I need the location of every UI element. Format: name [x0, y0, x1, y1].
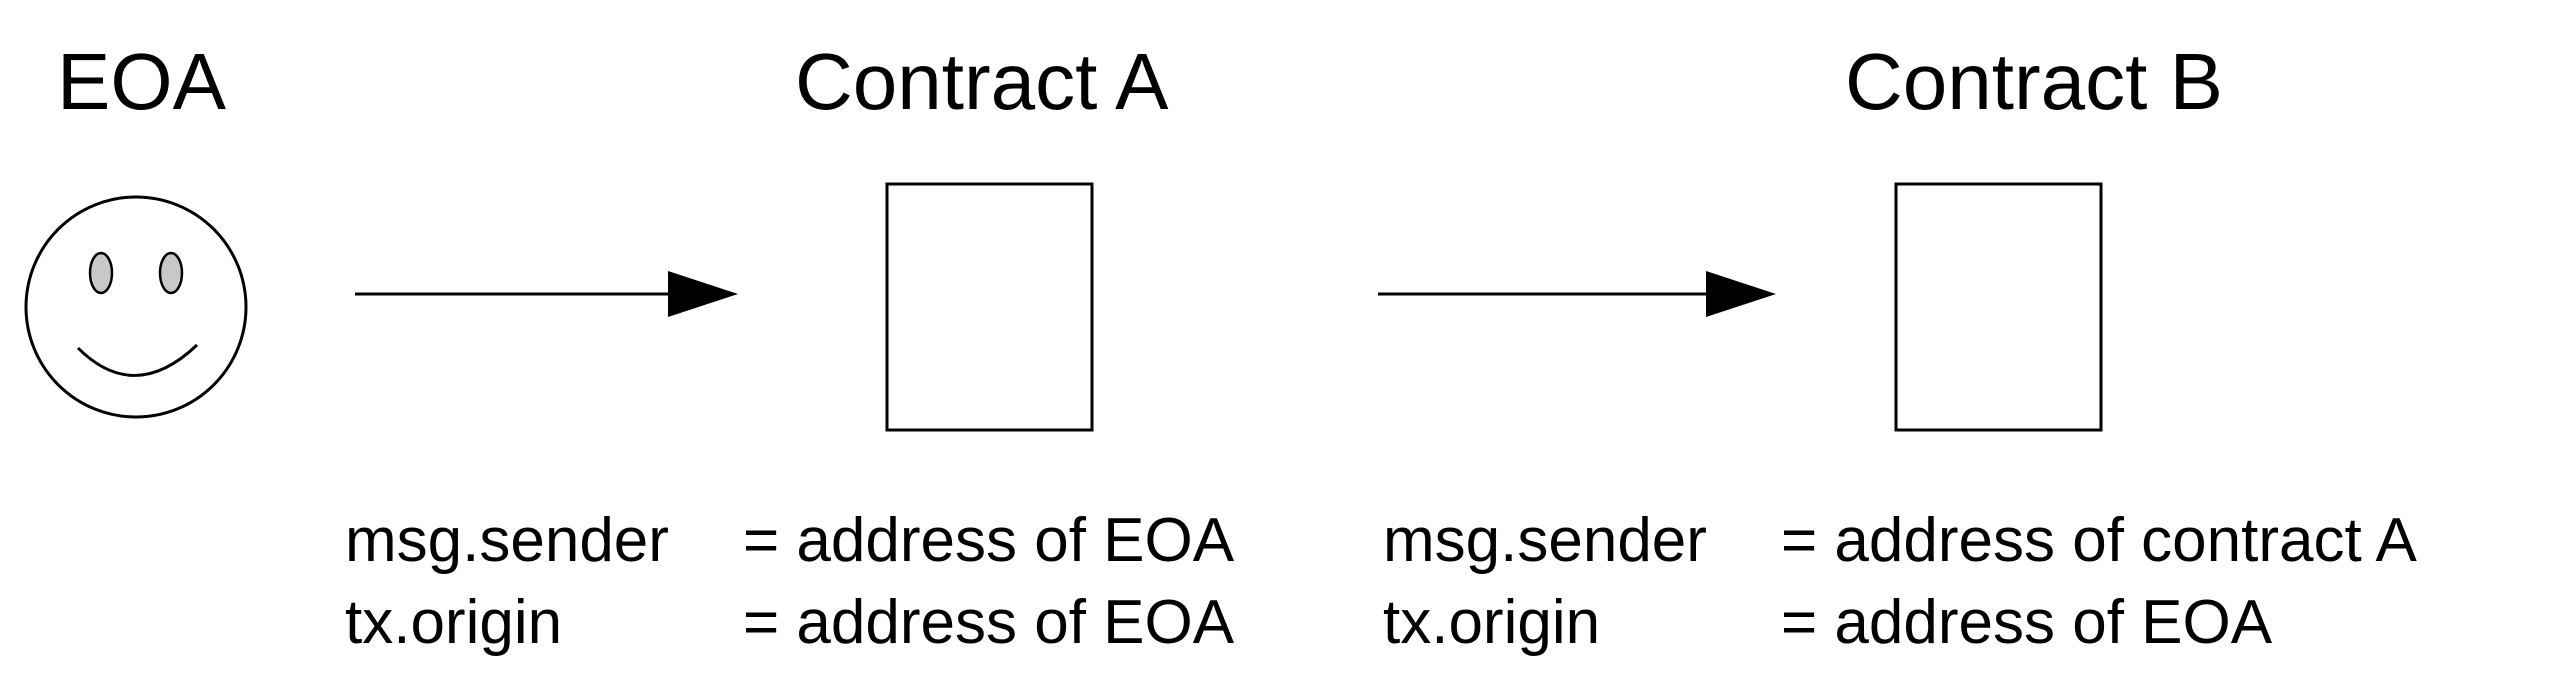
face-outline [24, 195, 248, 419]
msg-sender-row: msg.sender = address of contract A [1383, 500, 2417, 582]
arrow-head [1706, 271, 1776, 317]
contract-a-title: Contract A [795, 37, 1169, 126]
msg-sender-key: msg.sender [1383, 506, 1707, 575]
tx-origin-value: = address of EOA [743, 588, 1235, 657]
right-eye [158, 251, 184, 295]
contract-b-title: Contract B [1845, 37, 2223, 126]
contract-a-box [885, 182, 1094, 432]
smiley-face-icon [24, 195, 248, 419]
tx-origin-key: tx.origin [1383, 588, 1601, 657]
msg-sender-row: msg.sender = address of EOA [345, 500, 1234, 582]
msg-sender-value: = address of EOA [743, 506, 1235, 575]
arrow-eoa-to-contract-a [355, 271, 738, 317]
msg-sender-key: msg.sender [345, 506, 669, 575]
contract-b-box [1894, 182, 2103, 432]
eoa-title: EOA [57, 37, 226, 126]
msg-sender-value: = address of contract A [1781, 506, 2417, 575]
tx-origin-value: = address of EOA [1781, 588, 2273, 657]
left-eye [88, 251, 114, 295]
smile-mouth [76, 343, 199, 377]
tx-origin-row: tx.origin = address of EOA [1383, 582, 2417, 664]
tx-origin-key: tx.origin [345, 588, 563, 657]
arrow-head [668, 271, 738, 317]
contract-a-context-info: msg.sender = address of EOA tx.origin = … [345, 500, 1234, 664]
arrow-contract-a-to-contract-b [1378, 271, 1776, 317]
contract-b-context-info: msg.sender = address of contract A tx.or… [1383, 500, 2417, 664]
tx-origin-row: tx.origin = address of EOA [345, 582, 1234, 664]
